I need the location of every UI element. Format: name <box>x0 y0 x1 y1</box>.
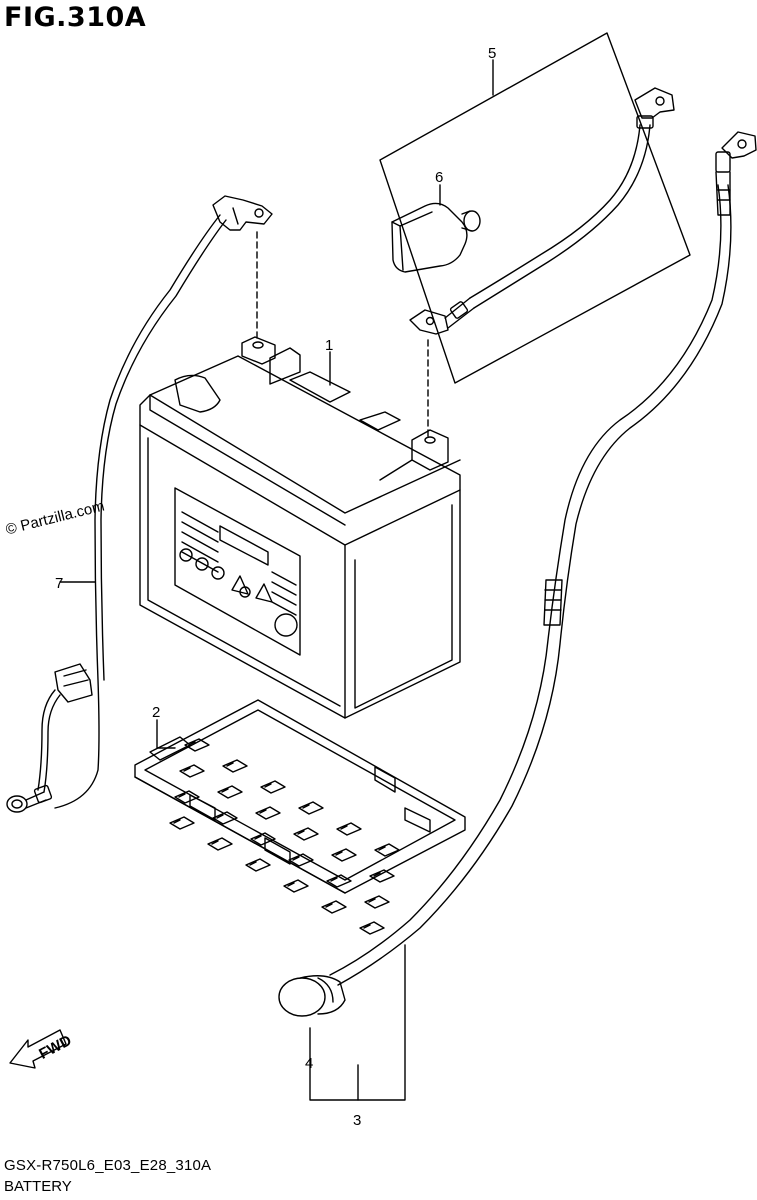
figure-code: GSX-R750L6_E03_E28_310A <box>4 1157 212 1174</box>
callout-7: 7 <box>55 575 63 592</box>
tray-hole <box>283 879 309 893</box>
battery-tray-2 <box>134 699 466 935</box>
fwd-direction-arrow: FWD <box>9 1029 75 1069</box>
callout-3: 3 <box>353 1112 361 1129</box>
tray-hole <box>212 811 238 825</box>
tray-hole <box>331 848 357 862</box>
tray-hole <box>217 785 243 799</box>
battery-1 <box>139 231 461 719</box>
callout-6: 6 <box>435 169 443 186</box>
callout-4: 4 <box>305 1055 313 1072</box>
fwd-label: FWD <box>36 1032 74 1063</box>
tray-hole <box>255 806 281 820</box>
tray-hole <box>250 832 276 846</box>
callout-1: 1 <box>325 337 333 354</box>
tray-hole <box>321 900 347 914</box>
tray-hole <box>298 801 324 815</box>
tray-hole <box>169 816 195 830</box>
tray-hole <box>207 837 233 851</box>
tray-hole <box>359 921 385 935</box>
terminal-cap-6 <box>391 202 481 273</box>
tray-hole <box>222 759 248 773</box>
tray-hole <box>326 874 352 888</box>
tray-hole <box>336 822 362 836</box>
tray-hole <box>364 895 390 909</box>
tray-hole <box>374 843 400 857</box>
tray-hole <box>184 738 210 752</box>
positive-cable-5 <box>409 87 675 335</box>
tray-hole <box>174 790 200 804</box>
tray-holes <box>169 738 400 935</box>
tray-hole <box>260 780 286 794</box>
tray-hole <box>179 764 205 778</box>
figure-name: BATTERY <box>4 1178 72 1195</box>
leader-lines <box>59 59 494 1101</box>
tray-hole <box>245 858 271 872</box>
tray-hole <box>293 827 319 841</box>
callout-2: 2 <box>152 704 160 721</box>
tray-hole <box>288 853 314 867</box>
figure-title: FIG.310A <box>4 2 147 33</box>
negative-cable-3 <box>278 131 757 1017</box>
callout-5: 5 <box>488 45 496 62</box>
tray-hole <box>369 869 395 883</box>
cable-subassembly-box <box>379 32 691 384</box>
sensor-lead-7 <box>6 195 273 813</box>
